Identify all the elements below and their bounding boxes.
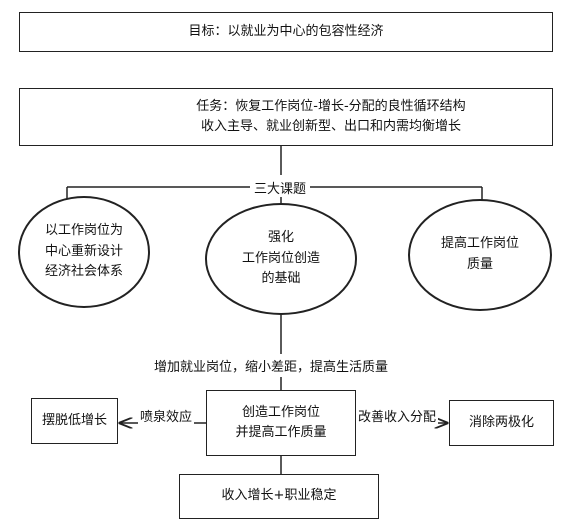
topic-ellipse-left: 以工作岗位为 中心重新设计 经济社会体系 xyxy=(18,196,150,308)
topic-left-line-3: 经济社会体系 xyxy=(44,264,123,280)
left-box-text: 摆脱低增长 xyxy=(41,412,107,428)
task-box: 任务：恢复工作岗位-增长-分配的良性循环结构 收入主导、就业创新型、出口和内需均… xyxy=(19,88,553,146)
topic-center-line-3: 的基础 xyxy=(261,271,301,287)
topic-ellipse-center: 强化 工作岗位创造 的基础 xyxy=(205,203,357,315)
task-line-1: 任务：恢复工作岗位-增长-分配的良性循环结构 xyxy=(196,98,466,114)
topic-left-line-1: 以工作岗位为 xyxy=(44,222,123,238)
bottom-box-text: 收入增长+职业稳定 xyxy=(221,488,337,504)
right-box-text: 消除两极化 xyxy=(468,414,534,430)
bottom-box: 收入增长+职业稳定 xyxy=(179,474,379,519)
center-box-line-2: 并提高工作质量 xyxy=(235,425,327,440)
goal-text: 目标：以就业为中心的包容性经济 xyxy=(188,23,384,39)
task-line-2: 收入主导、就业创新型、出口和内需均衡增长 xyxy=(200,119,461,134)
three-topics-label: 三大课题 xyxy=(250,178,311,197)
middle-label: 增加就业岗位，缩小差距，提高生活质量 xyxy=(150,354,393,377)
topic-center-line-1: 强化 xyxy=(267,229,294,245)
left-arrow-label: 喷泉效应 xyxy=(138,406,195,425)
right-box: 消除两极化 xyxy=(449,400,554,446)
topic-center-line-2: 工作岗位创造 xyxy=(241,250,320,266)
topic-right-line-1: 提高工作岗位 xyxy=(440,236,519,252)
center-box-line-1: 创造工作岗位 xyxy=(241,404,320,420)
right-arrow-label: 改善收入分配 xyxy=(356,406,439,425)
topic-right-line-2: 质量 xyxy=(466,257,493,272)
center-box: 创造工作岗位 并提高工作质量 xyxy=(206,390,356,456)
topic-left-line-2: 中心重新设计 xyxy=(44,243,123,259)
goal-box: 目标：以就业为中心的包容性经济 xyxy=(19,12,553,52)
topic-ellipse-right: 提高工作岗位 质量 xyxy=(408,199,552,311)
left-box: 摆脱低增长 xyxy=(31,398,118,444)
